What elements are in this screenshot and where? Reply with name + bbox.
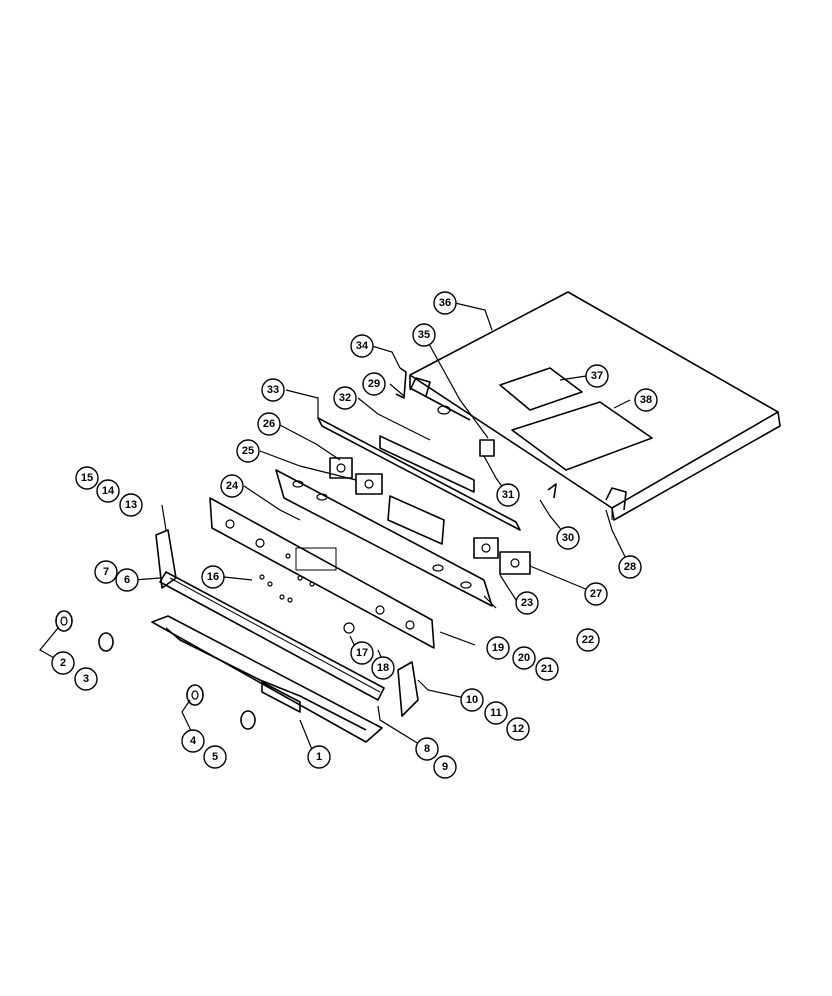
callout-33: 33	[261, 378, 285, 402]
lower-trim	[151, 615, 383, 743]
svg-text:2: 2	[60, 657, 66, 669]
callout-23: 23	[515, 591, 539, 615]
svg-text:24: 24	[226, 480, 239, 492]
svg-text:19: 19	[492, 642, 504, 654]
svg-text:20: 20	[518, 652, 530, 664]
callout-10: 10	[460, 688, 484, 712]
svg-text:13: 13	[125, 499, 137, 511]
svg-text:22: 22	[582, 634, 594, 646]
svg-text:8: 8	[424, 743, 430, 755]
callout-7: 7	[94, 560, 118, 584]
callout-14: 14	[96, 479, 120, 503]
callout-5: 5	[203, 745, 227, 769]
svg-text:6: 6	[124, 574, 130, 586]
svg-text:25: 25	[242, 445, 254, 457]
svg-text:29: 29	[368, 378, 380, 390]
control-bracket-strip	[317, 417, 521, 531]
knob-3	[98, 632, 114, 652]
svg-text:26: 26	[263, 418, 275, 430]
callout-28: 28	[618, 555, 642, 579]
svg-text:28: 28	[624, 561, 636, 573]
screw-set-16	[259, 574, 293, 603]
right-end-cap	[397, 661, 419, 717]
callout-3: 3	[74, 667, 98, 691]
svg-text:9: 9	[442, 761, 448, 773]
switch-27	[499, 551, 531, 575]
callout-16: 16	[201, 565, 225, 589]
svg-text:35: 35	[418, 329, 430, 341]
svg-text:21: 21	[541, 663, 553, 675]
switch-25	[355, 473, 383, 495]
svg-text:14: 14	[102, 485, 115, 497]
callout-24: 24	[220, 474, 244, 498]
callout-32: 32	[333, 386, 357, 410]
callout-4: 4	[181, 729, 205, 753]
callout-34: 34	[350, 334, 374, 358]
callout-21: 21	[535, 657, 559, 681]
svg-text:12: 12	[512, 723, 524, 735]
control-panel	[209, 497, 435, 649]
callout-19: 19	[486, 636, 510, 660]
svg-text:16: 16	[207, 571, 219, 583]
svg-text:36: 36	[439, 297, 451, 309]
callout-35: 35	[412, 323, 436, 347]
callout-38: 38	[634, 388, 658, 412]
knob-2	[55, 610, 73, 632]
callout-25: 25	[236, 439, 260, 463]
clip-30	[547, 483, 557, 499]
callout-37: 37	[585, 364, 609, 388]
callout-13: 13	[119, 493, 143, 517]
callout-36: 36	[433, 291, 457, 315]
callout-2: 2	[51, 651, 75, 675]
callout-1: 1	[307, 745, 331, 769]
svg-text:31: 31	[502, 489, 514, 501]
svg-text:33: 33	[267, 384, 279, 396]
svg-text:10: 10	[466, 694, 478, 706]
svg-text:11: 11	[490, 707, 502, 719]
callout-20: 20	[512, 646, 536, 670]
callout-27: 27	[584, 582, 608, 606]
svg-text:17: 17	[356, 647, 368, 659]
svg-text:5: 5	[212, 751, 218, 763]
chassis-tray	[409, 291, 781, 521]
callout-17: 17	[350, 641, 374, 665]
grommet-17	[343, 622, 355, 634]
svg-text:18: 18	[377, 662, 389, 674]
callout-18: 18	[371, 656, 395, 680]
callout-12: 12	[506, 717, 530, 741]
switch-23	[473, 537, 499, 559]
svg-text:30: 30	[562, 532, 574, 544]
callout-29: 29	[362, 372, 386, 396]
svg-text:4: 4	[190, 735, 197, 747]
callout-22: 22	[576, 628, 600, 652]
svg-text:1: 1	[316, 751, 322, 763]
callouts: 36 35 34 37 29 33 32 38 26 25 15 24 14 3…	[51, 291, 658, 779]
callout-6: 6	[115, 568, 139, 592]
trim-strip	[159, 571, 385, 701]
switch-mounting-bracket	[275, 469, 493, 607]
switch-26	[329, 457, 353, 479]
svg-text:32: 32	[339, 392, 351, 404]
svg-text:15: 15	[81, 472, 93, 484]
callout-9: 9	[433, 755, 457, 779]
svg-text:3: 3	[83, 673, 89, 685]
callout-30: 30	[556, 526, 580, 550]
callout-8: 8	[415, 737, 439, 761]
knob-5	[240, 710, 256, 730]
callout-11: 11	[484, 701, 508, 725]
callout-31: 31	[496, 483, 520, 507]
svg-text:7: 7	[103, 566, 109, 578]
callout-15: 15	[75, 466, 99, 490]
svg-text:38: 38	[640, 394, 652, 406]
callout-26: 26	[257, 412, 281, 436]
svg-text:23: 23	[521, 597, 533, 609]
knob-4	[186, 684, 204, 706]
bracket-34	[395, 367, 407, 399]
svg-text:34: 34	[356, 340, 369, 352]
svg-text:27: 27	[590, 588, 602, 600]
svg-text:37: 37	[591, 370, 603, 382]
bracket-35	[479, 439, 495, 457]
